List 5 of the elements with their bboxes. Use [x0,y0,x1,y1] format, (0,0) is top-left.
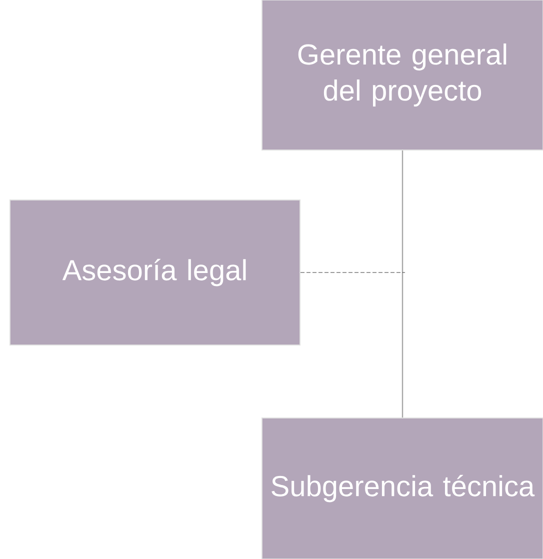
dashed-line [300,272,406,273]
org-box: Gerente general del proyecto [262,0,543,150]
connector-line [402,150,404,418]
org-box: Subgerencia técnica [262,418,543,559]
org-box: Asesoría legal [10,200,300,346]
